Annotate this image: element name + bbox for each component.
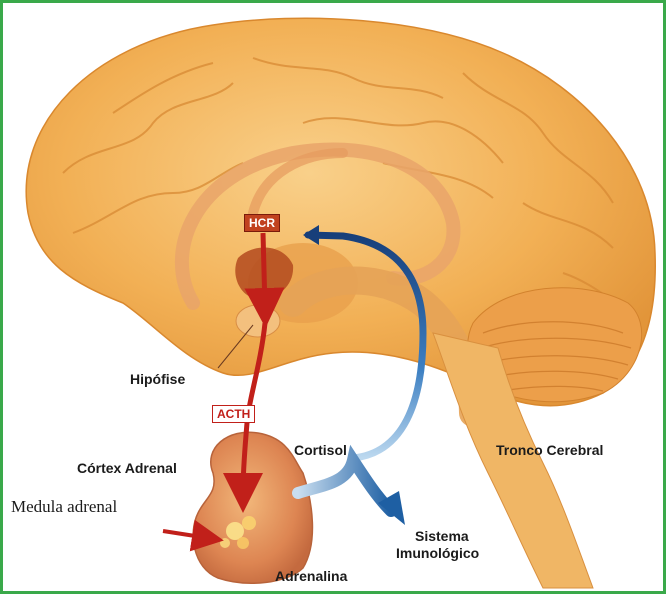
tronco-cerebral-label: Tronco Cerebral (496, 442, 603, 458)
hcr-label: HCR (244, 214, 280, 232)
sistema-label: Sistema (415, 528, 469, 544)
hipofise-label: Hipófise (130, 371, 185, 387)
cortex-adrenal-label: Córtex Adrenal (77, 460, 177, 476)
imunologico-label: Imunológico (396, 545, 479, 561)
pituitary-gland (236, 305, 280, 337)
adrenalina-label: Adrenalina (275, 568, 347, 584)
blue-immune-arrow (298, 460, 391, 511)
acth-label: ACTH (212, 405, 255, 423)
red-hcr-arrow (263, 233, 265, 308)
cortisol-label: Cortisol (294, 442, 347, 458)
medula-adrenal-label: Medula adrenal (11, 497, 117, 517)
